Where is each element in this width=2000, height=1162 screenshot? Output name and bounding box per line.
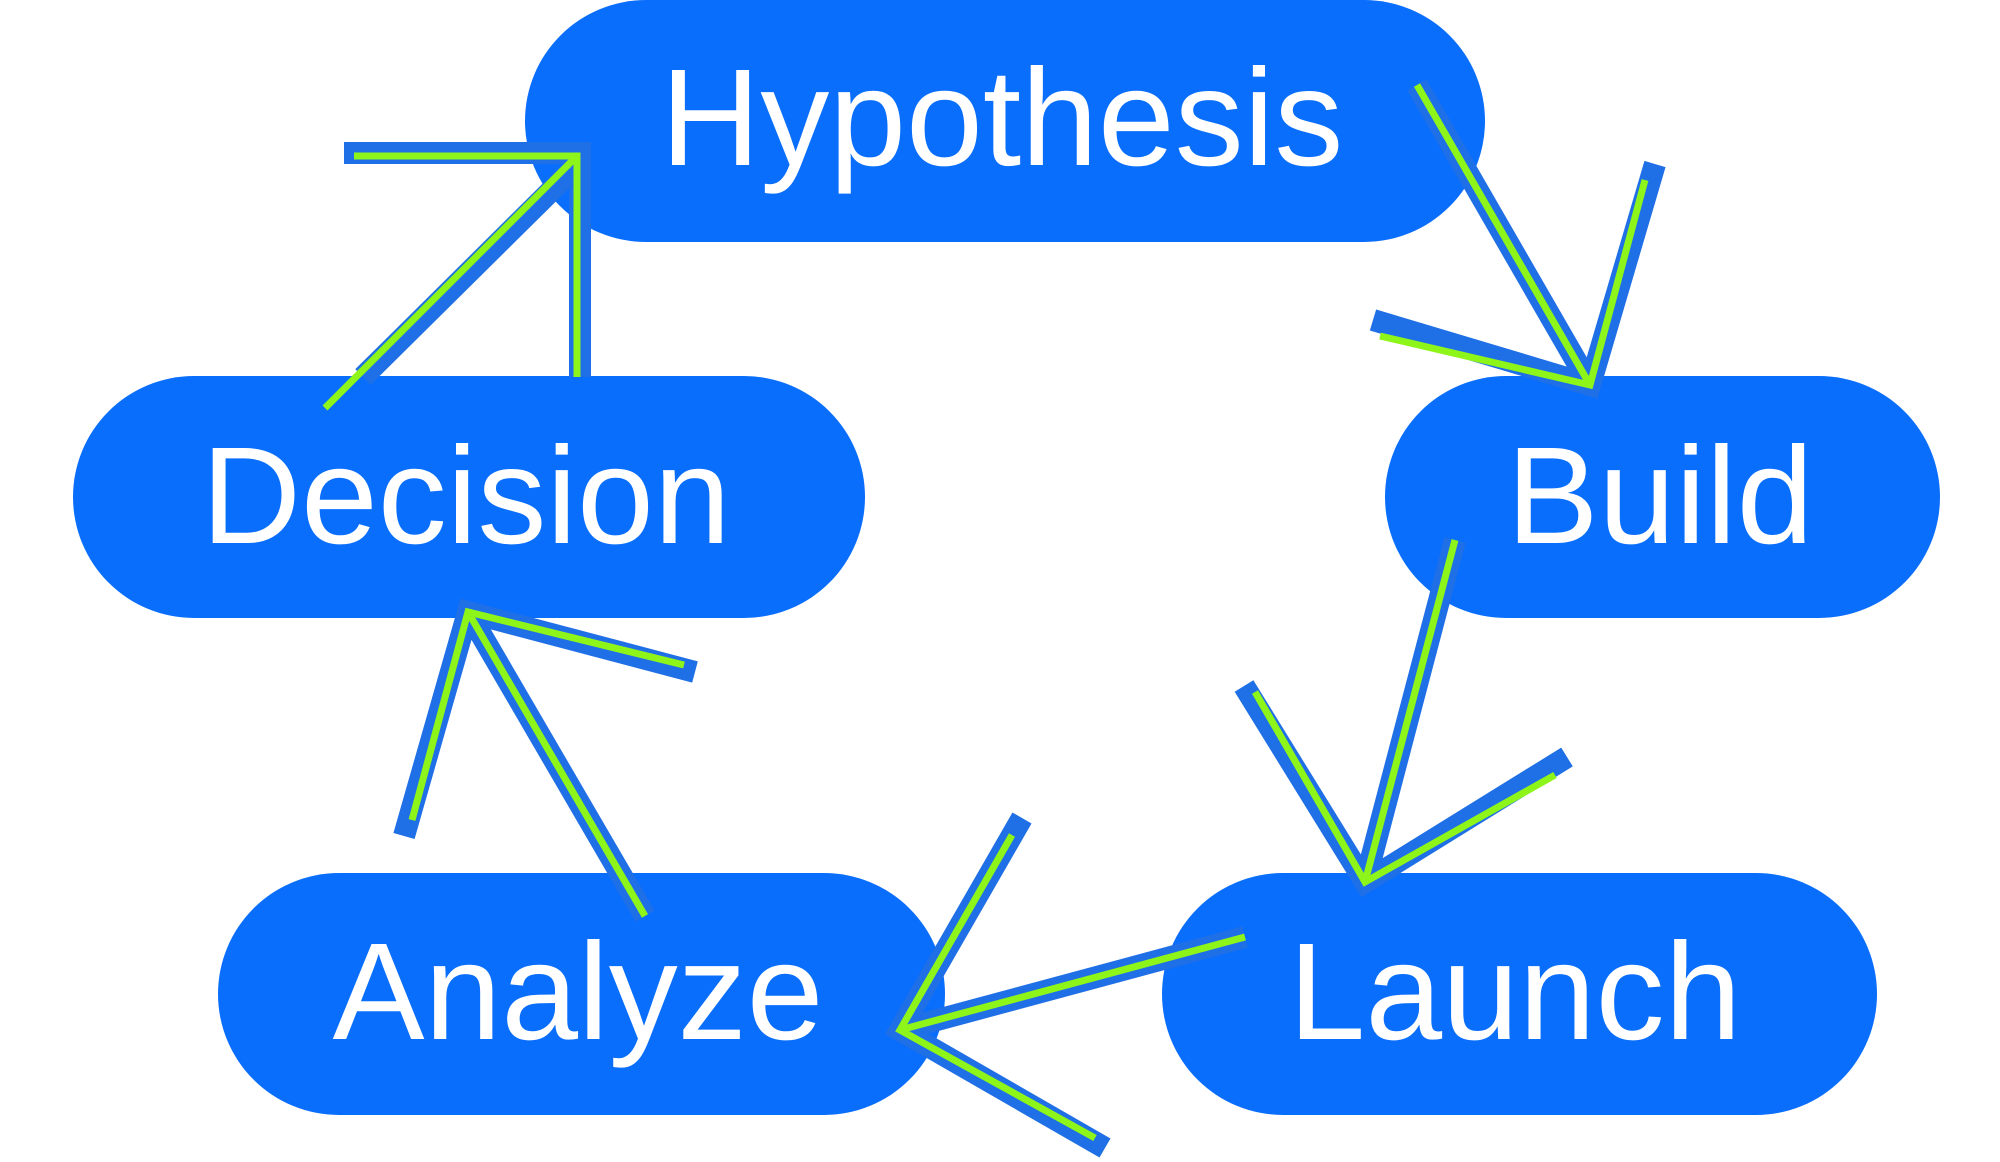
- node-decision-label: Decision: [201, 419, 730, 573]
- arrow-launch-to-analyze: [884, 812, 1248, 1158]
- node-hypothesis-label: Hypothesis: [661, 41, 1344, 195]
- arrow-decision-to-hypothesis: [322, 142, 591, 411]
- node-build-label: Build: [1507, 419, 1814, 573]
- arrow-hypothesis-to-build: [1369, 79, 1666, 399]
- arrow-build-to-launch: [1234, 537, 1573, 898]
- node-decision: Decision: [73, 376, 865, 618]
- node-hypothesis: Hypothesis: [525, 0, 1485, 242]
- node-launch-label: Launch: [1289, 915, 1742, 1069]
- node-launch: Launch: [1162, 873, 1877, 1115]
- node-build: Build: [1385, 376, 1940, 618]
- node-analyze: Analyze: [218, 873, 945, 1115]
- arrow-analyze-to-decision: [393, 598, 698, 922]
- node-analyze-label: Analyze: [333, 915, 824, 1069]
